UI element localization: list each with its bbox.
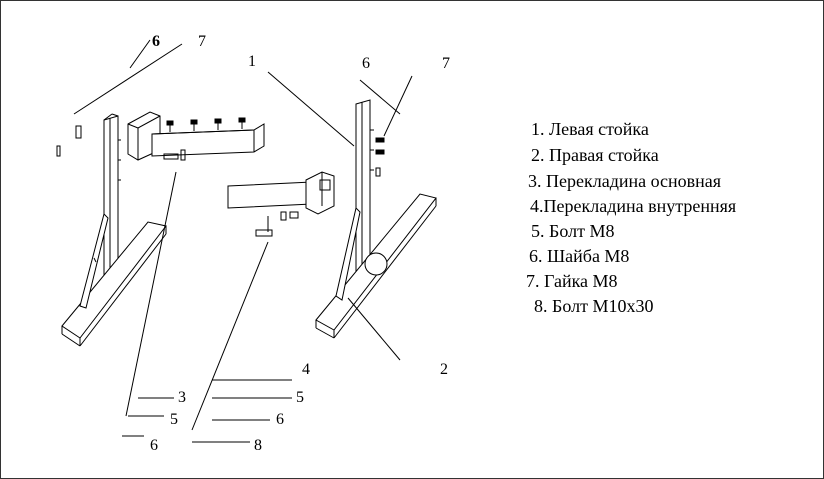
legend-item-inner-crossbar: 4.Перекладина внутренняя <box>530 196 737 216</box>
legend-item-bolt-m10x30: 8. Болт М10х30 <box>534 296 654 316</box>
legend-item-left-post: 1. Левая стойка <box>531 119 649 139</box>
legend-item-bolt-m8: 5. Болт М8 <box>531 221 615 241</box>
legend-item-washer-m8: 6. Шайба М8 <box>529 246 630 266</box>
callout-8: 8 <box>254 437 262 454</box>
callout-5-bottom-mid: 5 <box>296 389 304 406</box>
legend-item-main-crossbar: 3. Перекладина основная <box>528 171 722 191</box>
callout-6-top-right: 6 <box>362 55 370 72</box>
callout-6-bottom-mid: 6 <box>276 411 284 428</box>
callout-1: 1 <box>248 53 256 70</box>
callout-6-bottom-left: 6 <box>150 437 158 454</box>
callout-5-bottom-left: 5 <box>170 411 178 428</box>
left-stand <box>61 113 167 347</box>
callout-7-top-left: 7 <box>198 33 206 50</box>
callout-3: 3 <box>178 389 186 406</box>
callout-7-top-right: 7 <box>442 55 450 72</box>
leader-lines <box>73 39 413 443</box>
main-crossbar <box>127 111 265 161</box>
right-stand <box>315 99 437 339</box>
inner-crossbar <box>227 171 335 237</box>
left-small-parts <box>56 125 82 157</box>
legend-item-right-post: 2. Правая стойка <box>531 145 659 165</box>
callout-6-top-left: 6 <box>152 33 160 50</box>
legend-item-nut-m8: 7. Гайка М8 <box>526 271 618 291</box>
callout-2: 2 <box>440 361 448 378</box>
callout-4: 4 <box>302 361 310 378</box>
